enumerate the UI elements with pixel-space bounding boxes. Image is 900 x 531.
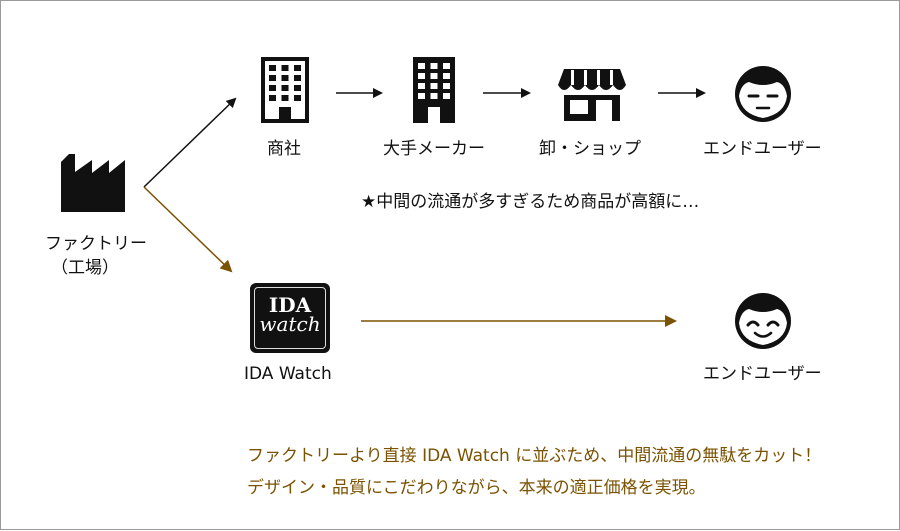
office-building-icon [261,57,309,123]
label-factory: ファクトリー [45,234,147,254]
smile-face-icon [735,293,791,349]
label-major-maker: 大手メーカー [383,139,485,159]
label-wholesale-shop: 卸・ショップ [539,139,641,159]
factory-icon [61,154,125,212]
ida-watch-logo: IDA watch [250,283,330,353]
message-line-1: ファクトリーより直接 IDA Watch に並ぶため、中間流通の無駄をカット！ [247,446,822,466]
arrow-factory-to-trading [143,97,237,188]
label-end-user-bottom: エンドユーザー [703,364,822,384]
note-too-many-intermediaries: ★中間の流通が多すぎるため商品が高額に… [361,192,700,212]
office-building-icon [413,57,455,123]
label-ida-watch: IDA Watch [244,364,332,384]
logo-text-ida: IDA [268,293,312,317]
message-line-2: デザイン・品質にこだわりながら、本来の適正価格を実現。 [247,478,706,498]
label-end-user-top: エンドユーザー [703,139,822,159]
logo-border [254,287,326,349]
arrow-factory-to-ida [143,186,233,273]
label-factory-sub: （工場） [51,258,119,278]
shop-icon [558,69,626,121]
sleepy-face-icon [735,66,791,122]
logo-text-watch: watch [259,312,321,336]
label-trading-company: 商社 [267,139,301,159]
